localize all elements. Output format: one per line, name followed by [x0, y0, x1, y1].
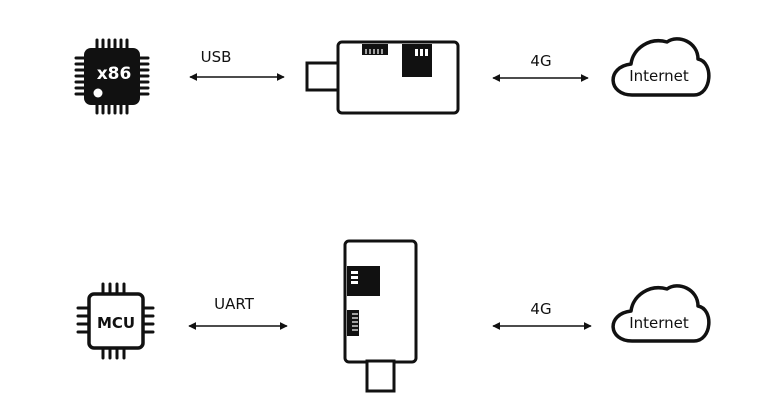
x86-chip-icon	[74, 38, 150, 115]
cloud-icon	[611, 37, 711, 97]
usb-4g-dongle-icon	[305, 40, 460, 115]
cloud-icon	[611, 284, 711, 343]
usb-link-label: USB	[201, 48, 232, 66]
uart-4g-module-icon	[343, 239, 418, 393]
internet-label-row1: Internet	[629, 67, 689, 85]
x86-chip-label: x86	[97, 64, 132, 84]
4g-link-label-row1: 4G	[530, 52, 551, 70]
uart-link-label: UART	[214, 295, 255, 313]
mcu-chip-label: MCU	[97, 314, 135, 332]
mcu-chip-icon	[76, 282, 155, 360]
internet-label-row2: Internet	[629, 314, 689, 332]
4g-link-label-row2: 4G	[530, 300, 551, 318]
